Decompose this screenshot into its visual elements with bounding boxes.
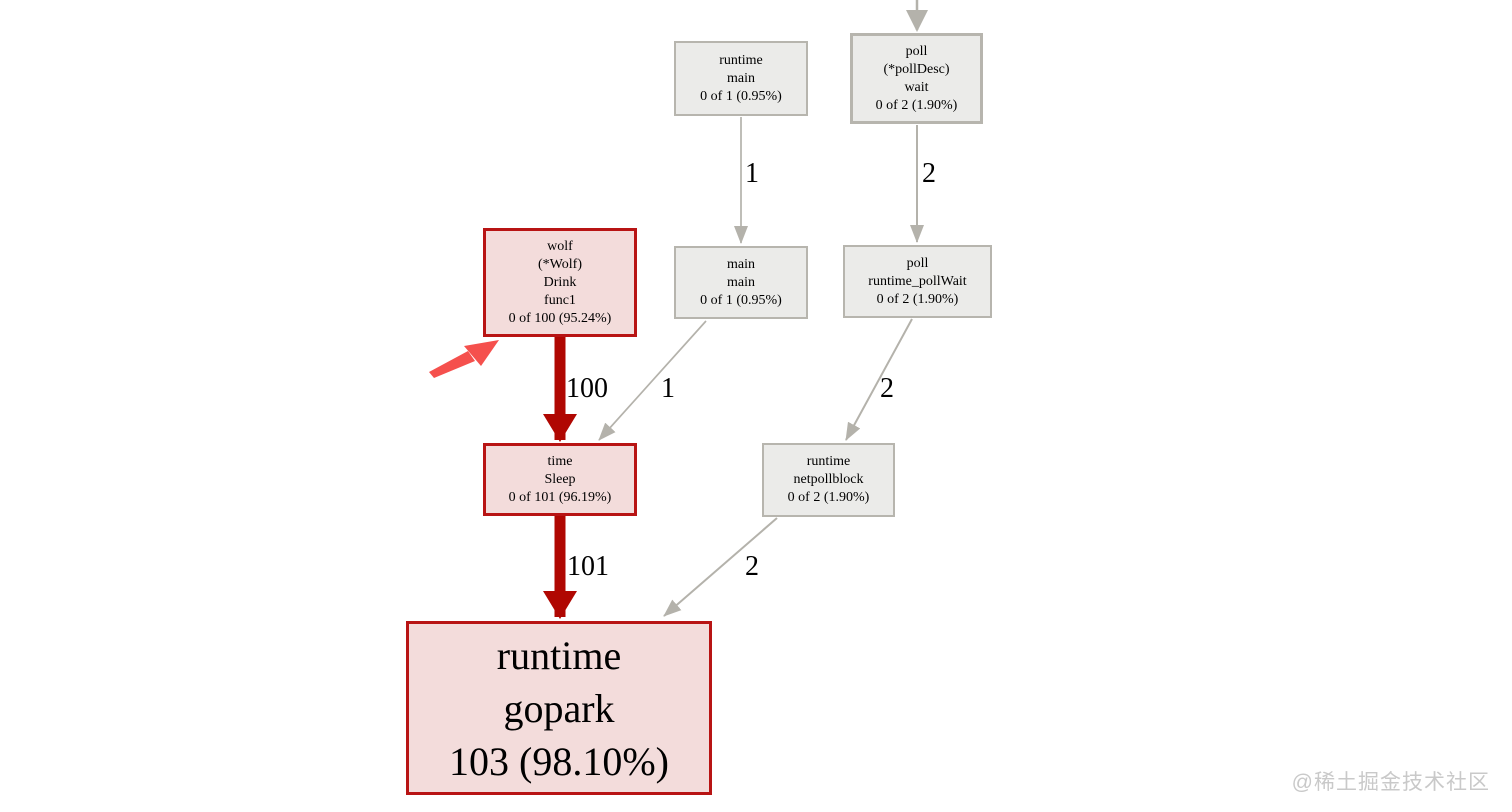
node-poll-runtime-pollwait-label: poll runtime_pollWait 0 of 2 (1.90%) [868,255,967,307]
node-runtime-gopark-label: runtime gopark 103 (98.10%) [449,632,669,784]
node-poll-polldesc-wait-label: poll (*pollDesc) wait 0 of 2 (1.90%) [875,43,958,113]
node-poll-runtime-pollwait[interactable]: poll runtime_pollWait 0 of 2 (1.90%) [843,245,992,318]
edge-netpollblock-to-gopark [663,517,778,617]
edge-label-poll-wait-to-runtime-pollwait: 2 [922,158,936,189]
edge-runtime-pollwait-to-netpollblock [845,318,913,441]
node-main-main[interactable]: main main 0 of 1 (0.95%) [674,246,808,319]
edge-label-wolf-to-time-sleep: 100 [566,373,608,404]
node-runtime-main[interactable]: runtime main 0 of 1 (0.95%) [674,41,808,116]
node-wolf-drink-func1[interactable]: wolf (*Wolf) Drink func1 0 of 100 (95.24… [483,228,637,337]
edge-label-main-main-to-time-sleep: 1 [661,373,675,404]
node-poll-polldesc-wait[interactable]: poll (*pollDesc) wait 0 of 2 (1.90%) [850,33,983,124]
edge-label-runtime-pollwait-to-netpollblock: 2 [880,373,894,404]
node-time-sleep-label: time Sleep 0 of 101 (96.19%) [508,453,612,505]
node-time-sleep[interactable]: time Sleep 0 of 101 (96.19%) [483,443,637,516]
node-main-main-label: main main 0 of 1 (0.95%) [700,256,782,308]
annotation-arrow-icon [429,340,499,378]
edge-label-netpollblock-to-gopark: 2 [745,551,759,582]
node-runtime-netpollblock-label: runtime netpollblock 0 of 2 (1.90%) [787,454,870,505]
node-runtime-main-label: runtime main 0 of 1 (0.95%) [700,52,782,104]
edge-main-main-to-time-sleep [598,320,707,441]
edge-label-runtime-main-to-main-main: 1 [745,158,759,189]
node-runtime-gopark[interactable]: runtime gopark 103 (98.10%) [406,621,712,795]
node-wolf-drink-func1-label: wolf (*Wolf) Drink func1 0 of 100 (95.24… [508,238,612,326]
watermark: @稀土掘金技术社区 [1291,771,1490,794]
node-runtime-netpollblock[interactable]: runtime netpollblock 0 of 2 (1.90%) [762,443,895,517]
edge-label-time-sleep-to-gopark: 101 [567,551,609,582]
